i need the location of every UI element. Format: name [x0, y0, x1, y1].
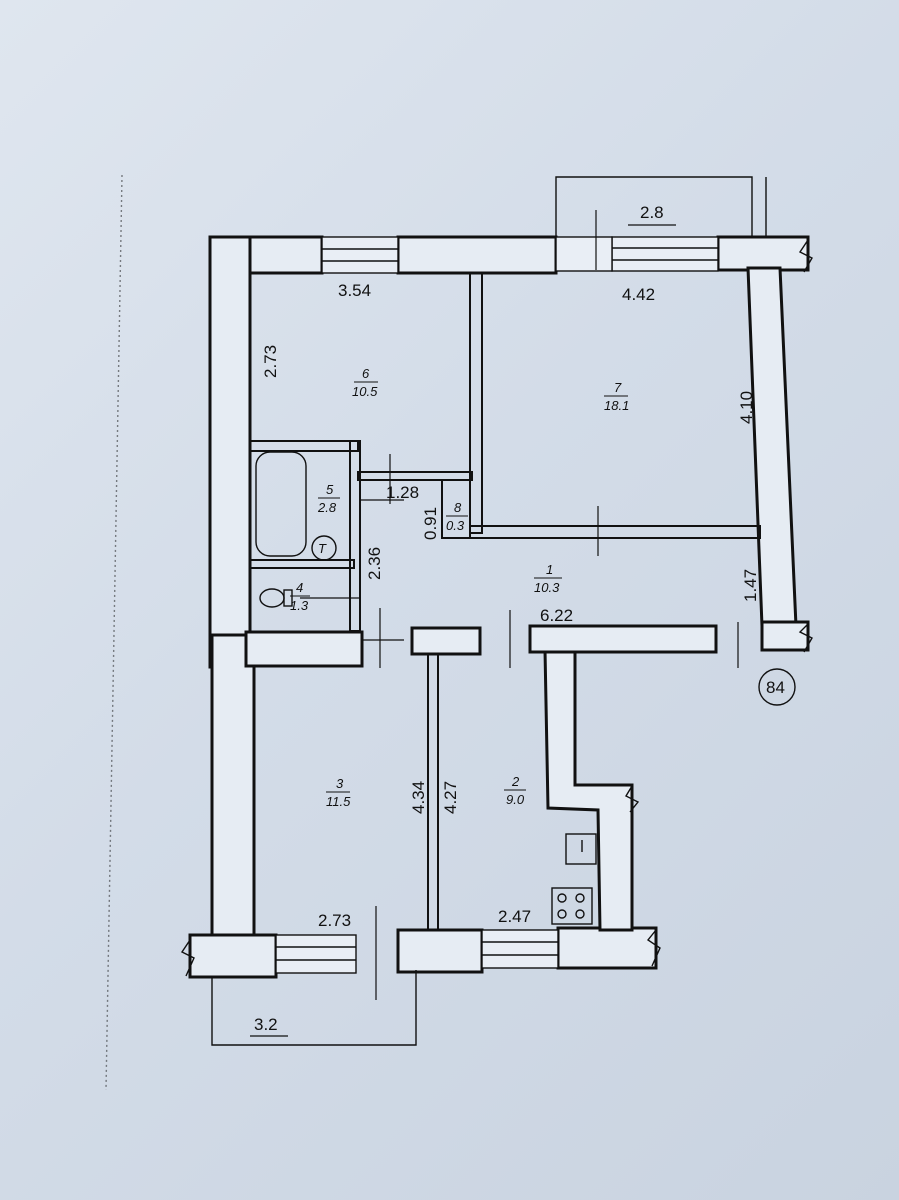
- dim-room7-width: 4.42: [622, 285, 655, 304]
- wall-right-stub: [760, 620, 810, 652]
- svg-text:6: 6: [362, 366, 370, 381]
- room-label-2: 2 9.0: [504, 774, 526, 807]
- partition-7-bottom: [469, 525, 761, 539]
- svg-text:9.0: 9.0: [506, 792, 525, 807]
- closet-8: [441, 479, 471, 539]
- dim-balcony-bottom: 3.2: [254, 1015, 278, 1034]
- wall-hall-bottom-center: [410, 626, 482, 656]
- dim-closet-depth: 0.91: [421, 507, 440, 540]
- svg-text:0.3: 0.3: [446, 518, 465, 533]
- dim-hall-width: 6.22: [540, 606, 573, 625]
- wall-hall-bottom-left: [244, 630, 364, 668]
- dim-room6-width: 3.54: [338, 281, 371, 300]
- svg-text:3: 3: [336, 776, 344, 791]
- wall-kitchen-right: [543, 648, 634, 932]
- dim-hall-right: 1.47: [741, 569, 760, 602]
- partition-bath-right: [349, 440, 361, 632]
- dim-hall-depth: 2.36: [365, 547, 384, 580]
- wall-hall-bottom-right: [528, 624, 718, 654]
- room-label-4: 4 1.3: [290, 580, 310, 613]
- svg-text:T: T: [318, 541, 327, 556]
- wall-left-upper: [208, 235, 252, 669]
- dim-room2-depth: 4.27: [441, 781, 460, 814]
- wall-left-lower: [210, 633, 256, 937]
- dim-room2-width: 2.47: [498, 907, 531, 926]
- partition-6-7: [469, 272, 483, 534]
- room-label-8: 8 0.3: [446, 500, 468, 533]
- room-label-7: 7 18.1: [604, 380, 629, 413]
- partition-6-bottom: [357, 471, 473, 481]
- dim-room6-depth: 2.73: [261, 345, 280, 378]
- room-label-3: 3 11.5: [326, 776, 351, 809]
- break-mark-bottom-left: [180, 939, 195, 977]
- svg-text:11.5: 11.5: [326, 794, 351, 809]
- svg-text:10.5: 10.5: [352, 384, 378, 399]
- room-label-6: 6 10.5: [352, 366, 378, 399]
- dim-room3-depth: 4.34: [409, 781, 428, 814]
- room-label-1: 1 10.3: [534, 562, 562, 595]
- window-room2: [481, 929, 559, 969]
- room-label-5: 5 2.8: [317, 482, 340, 515]
- toilet: [259, 588, 285, 608]
- wall-bottom-left: [188, 933, 278, 979]
- svg-text:5: 5: [326, 482, 334, 497]
- svg-text:4: 4: [296, 580, 303, 595]
- balcony-top: [555, 176, 753, 237]
- sink-bath: [311, 535, 337, 561]
- svg-text:2: 2: [511, 774, 520, 789]
- break-mark-top-right: [798, 239, 813, 273]
- kitchen-sink-icon: [565, 833, 597, 865]
- window-room3: [275, 934, 357, 974]
- window-room6: [321, 236, 399, 274]
- partition-bath-wc: [249, 559, 355, 569]
- stove-icon: [551, 887, 593, 925]
- break-mark-right: [798, 623, 813, 653]
- wall-bottom-right: [556, 926, 658, 970]
- svg-text:8: 8: [454, 500, 462, 515]
- svg-text:2.8: 2.8: [317, 500, 337, 515]
- wall-bottom-mid: [396, 928, 484, 974]
- window-room7: [611, 236, 719, 272]
- dim-room3-width: 2.73: [318, 911, 351, 930]
- svg-text:1.3: 1.3: [290, 598, 309, 613]
- wall-top-right: [716, 235, 810, 272]
- balcony-bottom: [211, 970, 417, 1046]
- bathtub: [255, 451, 307, 557]
- svg-text:84: 84: [766, 678, 785, 697]
- svg-text:1: 1: [546, 562, 553, 577]
- partition-2-3: [427, 653, 439, 931]
- svg-text:18.1: 18.1: [604, 398, 629, 413]
- dim-bath-width: 1.28: [386, 483, 419, 502]
- break-mark-kitchen: [625, 785, 640, 813]
- break-mark-bottom-right: [646, 929, 661, 967]
- plan-number-badge: 84: [758, 668, 796, 706]
- svg-text:10.3: 10.3: [534, 580, 560, 595]
- svg-text:7: 7: [614, 380, 622, 395]
- partition-bath-top: [249, 440, 359, 452]
- dim-room7-depth: 4.10: [737, 391, 756, 424]
- wall-top-mid: [396, 235, 558, 275]
- balcony-door-top: [555, 236, 613, 272]
- sheet-edge: [105, 174, 123, 1091]
- dim-balcony-top: 2.8: [640, 203, 664, 222]
